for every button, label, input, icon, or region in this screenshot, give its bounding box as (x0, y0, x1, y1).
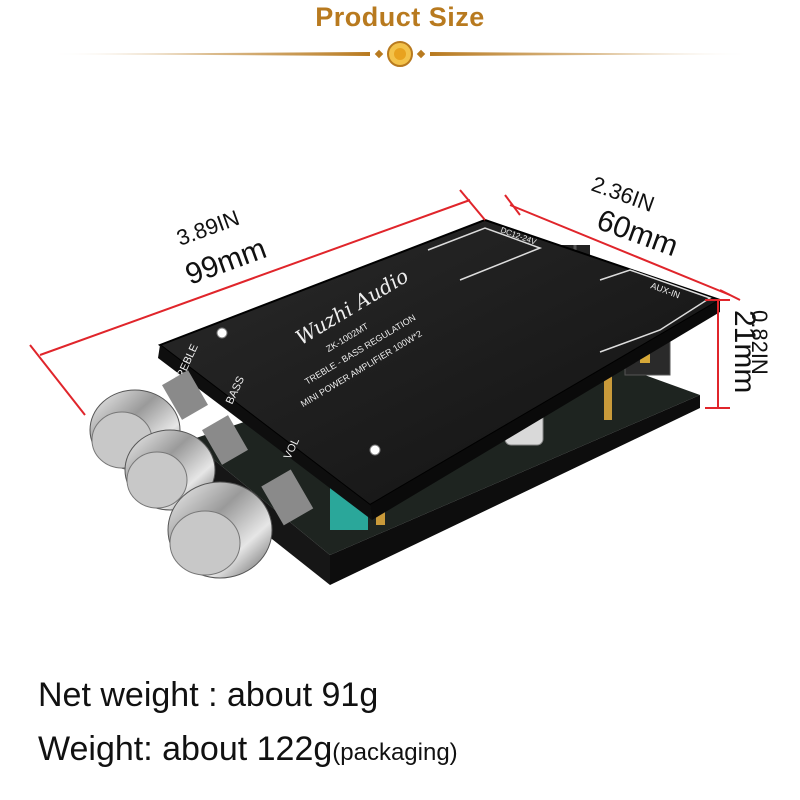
ornamental-divider (50, 41, 750, 67)
weight-suffix: (packaging) (332, 739, 458, 766)
weight-text: Weight: about 122g (38, 730, 333, 768)
height-mm: 21mm (728, 310, 761, 393)
volume-knob[interactable] (167, 469, 314, 579)
weight-line: Weight: about 122g(packaging) (38, 730, 458, 769)
height-inches: 0.82IN (747, 310, 772, 375)
page-title: Product Size (315, 2, 485, 32)
height-dimension: 0.82IN 21mm (705, 299, 772, 409)
brass-standoff-2 (604, 360, 612, 420)
net-weight-text: Net weight : about 91g (38, 676, 379, 714)
